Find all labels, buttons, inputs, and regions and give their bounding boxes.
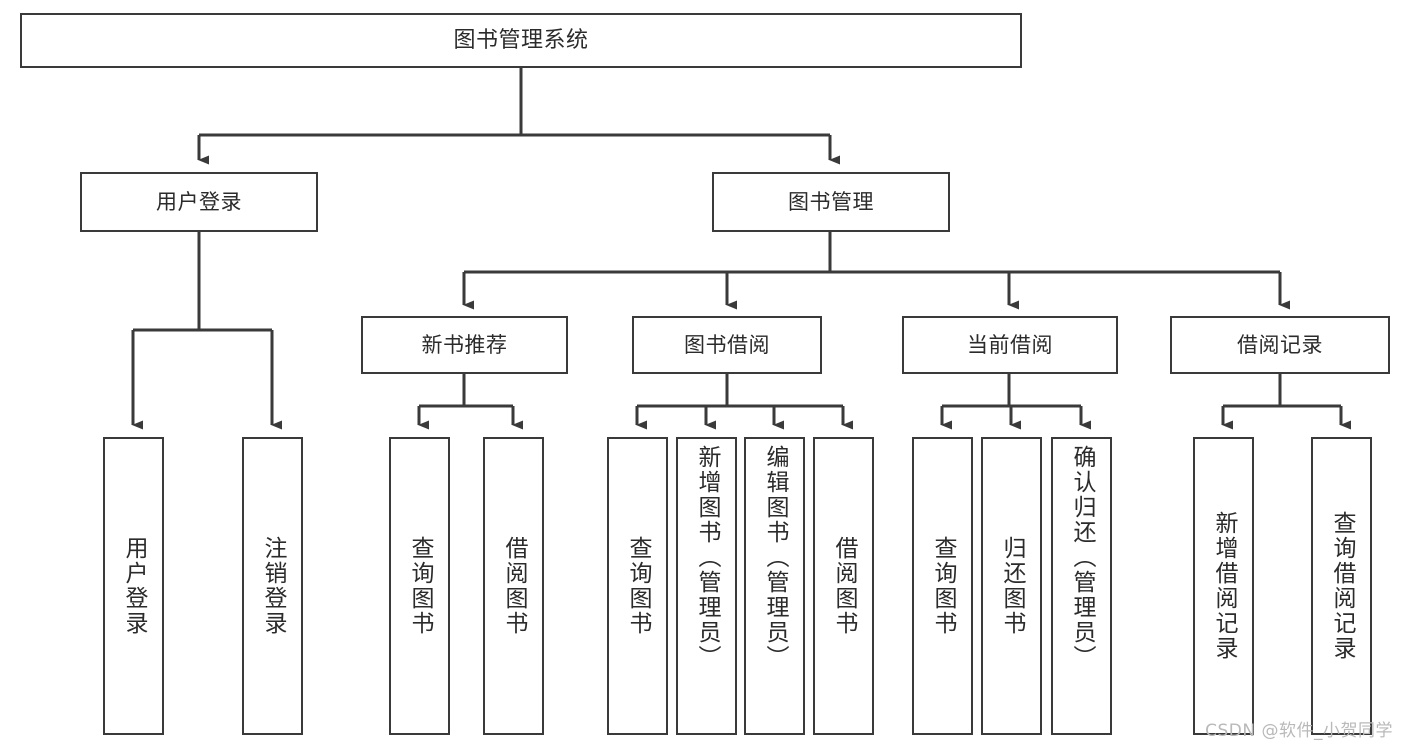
node-label: 图书管理系统 bbox=[453, 27, 589, 53]
leaf-query-book-borrow[interactable]: 查询图书 bbox=[607, 437, 668, 735]
node-label: 查询图书 bbox=[407, 536, 433, 636]
node-label: 图书管理 bbox=[788, 189, 874, 214]
node-label: 归还图书 bbox=[999, 536, 1025, 636]
node-label: 新书推荐 bbox=[421, 332, 508, 357]
node-label: 新增借阅记录 bbox=[1211, 511, 1237, 661]
node-label: 借阅图书 bbox=[831, 536, 857, 636]
node-label: 借阅图书 bbox=[501, 536, 527, 636]
node-label: 确认归还（管理员） bbox=[1069, 445, 1095, 670]
leaf-confirm-return-admin[interactable]: 确认归还（管理员） bbox=[1051, 437, 1112, 735]
node-label: 注销登录 bbox=[260, 536, 286, 636]
leaf-return-book[interactable]: 归还图书 bbox=[981, 437, 1042, 735]
node-label: 当前借阅 bbox=[967, 332, 1053, 357]
leaf-edit-book-admin[interactable]: 编辑图书（管理员） bbox=[744, 437, 805, 735]
node-label: 编辑图书（管理员） bbox=[762, 445, 788, 670]
leaf-add-borrow-record[interactable]: 新增借阅记录 bbox=[1193, 437, 1254, 735]
leaf-logout-login[interactable]: 注销登录 bbox=[242, 437, 303, 735]
node-book-management[interactable]: 图书管理 bbox=[712, 172, 950, 232]
leaf-borrow-book[interactable]: 借阅图书 bbox=[813, 437, 874, 735]
node-book-borrow[interactable]: 图书借阅 bbox=[632, 316, 822, 374]
leaf-query-book-recommend[interactable]: 查询图书 bbox=[389, 437, 450, 735]
node-label: 查询图书 bbox=[625, 536, 651, 636]
node-root-system[interactable]: 图书管理系统 bbox=[20, 13, 1022, 68]
node-label: 用户登录 bbox=[121, 536, 147, 636]
node-label: 图书借阅 bbox=[684, 332, 770, 357]
node-label: 新增图书（管理员） bbox=[694, 445, 720, 670]
leaf-query-book-current[interactable]: 查询图书 bbox=[912, 437, 973, 735]
node-label: 查询图书 bbox=[930, 536, 956, 636]
node-new-book-recommend[interactable]: 新书推荐 bbox=[361, 316, 568, 374]
leaf-borrow-book-recommend[interactable]: 借阅图书 bbox=[483, 437, 544, 735]
node-current-borrow[interactable]: 当前借阅 bbox=[902, 316, 1118, 374]
node-borrow-record[interactable]: 借阅记录 bbox=[1170, 316, 1390, 374]
node-label: 查询借阅记录 bbox=[1329, 511, 1355, 661]
leaf-user-login[interactable]: 用户登录 bbox=[103, 437, 164, 735]
watermark-text: CSDN @软件_小贺同学 bbox=[1205, 721, 1393, 741]
leaf-query-borrow-record[interactable]: 查询借阅记录 bbox=[1311, 437, 1372, 735]
node-label: 借阅记录 bbox=[1237, 332, 1323, 357]
leaf-add-book-admin[interactable]: 新增图书（管理员） bbox=[676, 437, 737, 735]
node-label: 用户登录 bbox=[156, 189, 242, 214]
node-user-login[interactable]: 用户登录 bbox=[80, 172, 318, 232]
